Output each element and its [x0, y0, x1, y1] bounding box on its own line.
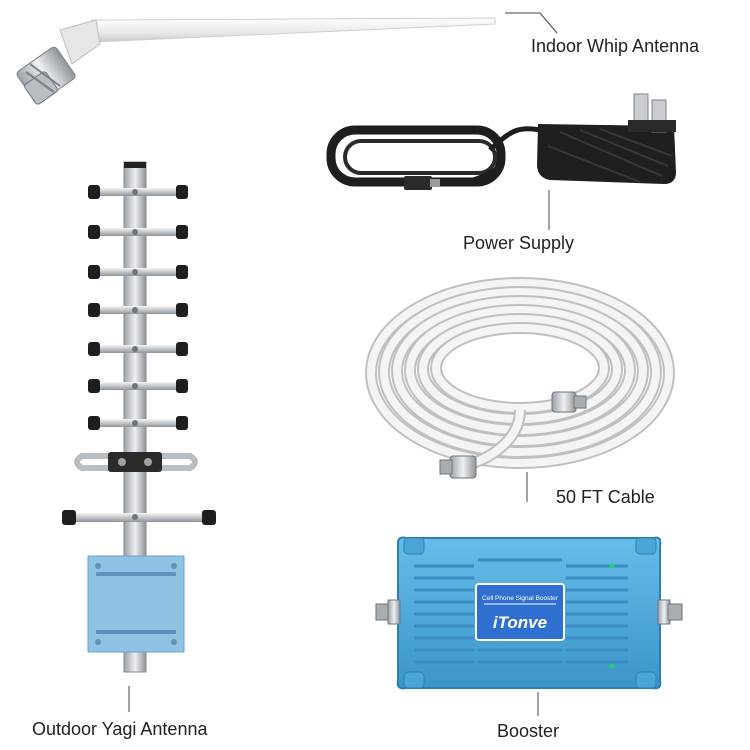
label-outdoor-yagi-antenna: Outdoor Yagi Antenna	[32, 719, 208, 739]
booster-caption: Cell Phone Signal Booster	[482, 595, 559, 602]
booster-brand: iTonve	[493, 613, 547, 632]
outdoor-yagi-antenna	[62, 161, 216, 673]
label-booster: Booster	[497, 721, 560, 741]
yagi-dipole	[74, 452, 198, 472]
label-power-supply: Power Supply	[463, 233, 575, 253]
booster-label-panel: Cell Phone Signal Booster iTonve	[475, 583, 565, 641]
label-indoor-whip-antenna: Indoor Whip Antenna	[531, 36, 700, 56]
yagi-reflector	[62, 510, 216, 525]
booster-port-right	[657, 599, 683, 625]
power-supply	[326, 93, 676, 190]
booster-led-1	[609, 563, 615, 569]
yagi-elements	[88, 185, 188, 430]
booster-led-2	[609, 663, 615, 669]
booster-fins	[414, 558, 628, 664]
coiled-cable	[365, 277, 675, 479]
yagi-mounting-plate	[87, 555, 185, 653]
signal-booster: Cell Phone Signal Booster iTonve	[375, 536, 683, 690]
booster-port-left	[375, 599, 401, 625]
cable-connector-right	[551, 391, 587, 413]
plug-prongs	[628, 93, 676, 133]
power-adapter	[537, 124, 676, 184]
cable-connector-left	[439, 455, 477, 479]
whip-leader-line	[505, 12, 558, 34]
indoor-whip-antenna	[16, 17, 496, 105]
whip-connector	[16, 46, 76, 105]
label-cable: 50 FT Cable	[556, 487, 655, 507]
